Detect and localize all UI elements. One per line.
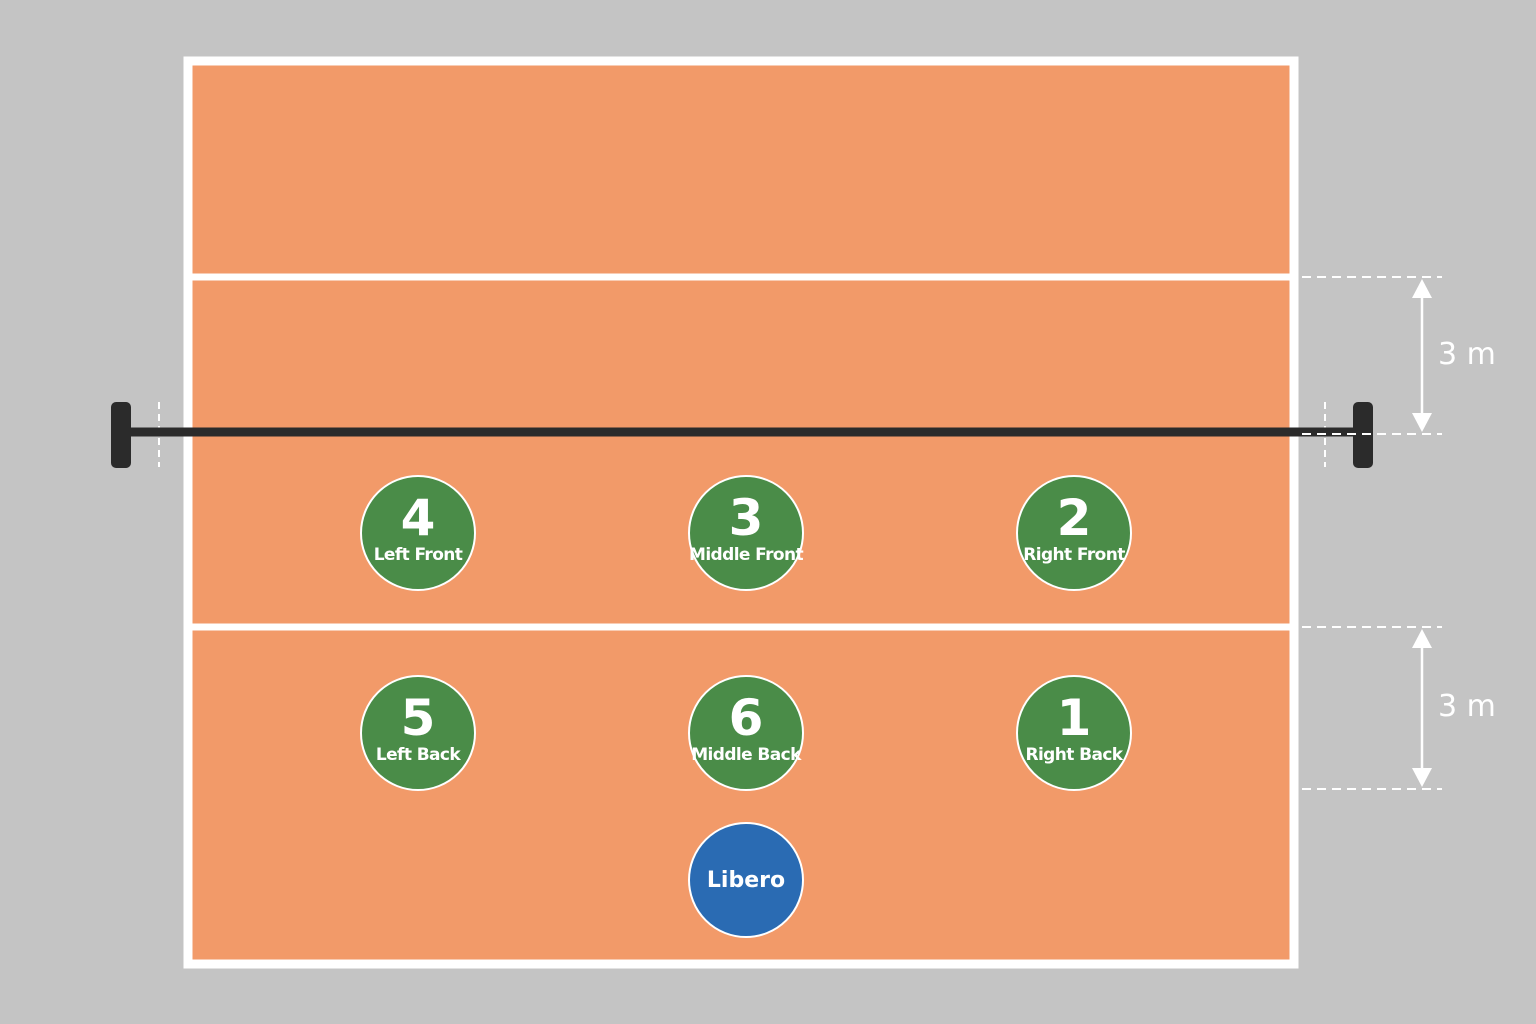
player-position-5: 5 Left Back bbox=[360, 675, 476, 791]
dim-arrowhead-lower-bottom bbox=[1412, 768, 1432, 787]
dim-arrowhead-upper-top bbox=[1412, 279, 1432, 298]
player-number: 1 bbox=[1056, 689, 1092, 747]
player-role: Right Back bbox=[1025, 745, 1123, 765]
libero-player: Libero bbox=[688, 822, 804, 938]
player-position-3: 3 Middle Front bbox=[688, 475, 804, 591]
player-position-1: 1 Right Back bbox=[1016, 675, 1132, 791]
player-position-6: 6 Middle Back bbox=[688, 675, 804, 791]
libero-label: Libero bbox=[706, 867, 786, 893]
dimension-label-upper: 3 m bbox=[1438, 337, 1496, 372]
player-role: Left Back bbox=[375, 745, 461, 765]
player-role: Left Front bbox=[373, 545, 463, 565]
dimension-label-lower: 3 m bbox=[1438, 689, 1496, 724]
dim-arrowhead-lower-top bbox=[1412, 629, 1432, 648]
player-position-4: 4 Left Front bbox=[360, 475, 476, 591]
net-post-left bbox=[111, 402, 131, 468]
player-number: 5 bbox=[400, 689, 436, 747]
player-role: Right Front bbox=[1023, 545, 1125, 565]
dim-arrowhead-upper-bottom bbox=[1412, 413, 1432, 432]
player-number: 4 bbox=[400, 489, 436, 547]
player-number: 6 bbox=[728, 689, 764, 747]
player-position-2: 2 Right Front bbox=[1016, 475, 1132, 591]
player-role: Middle Back bbox=[691, 745, 801, 765]
player-number: 2 bbox=[1056, 489, 1092, 547]
player-number: 3 bbox=[728, 489, 764, 547]
player-role: Middle Front bbox=[689, 545, 804, 565]
